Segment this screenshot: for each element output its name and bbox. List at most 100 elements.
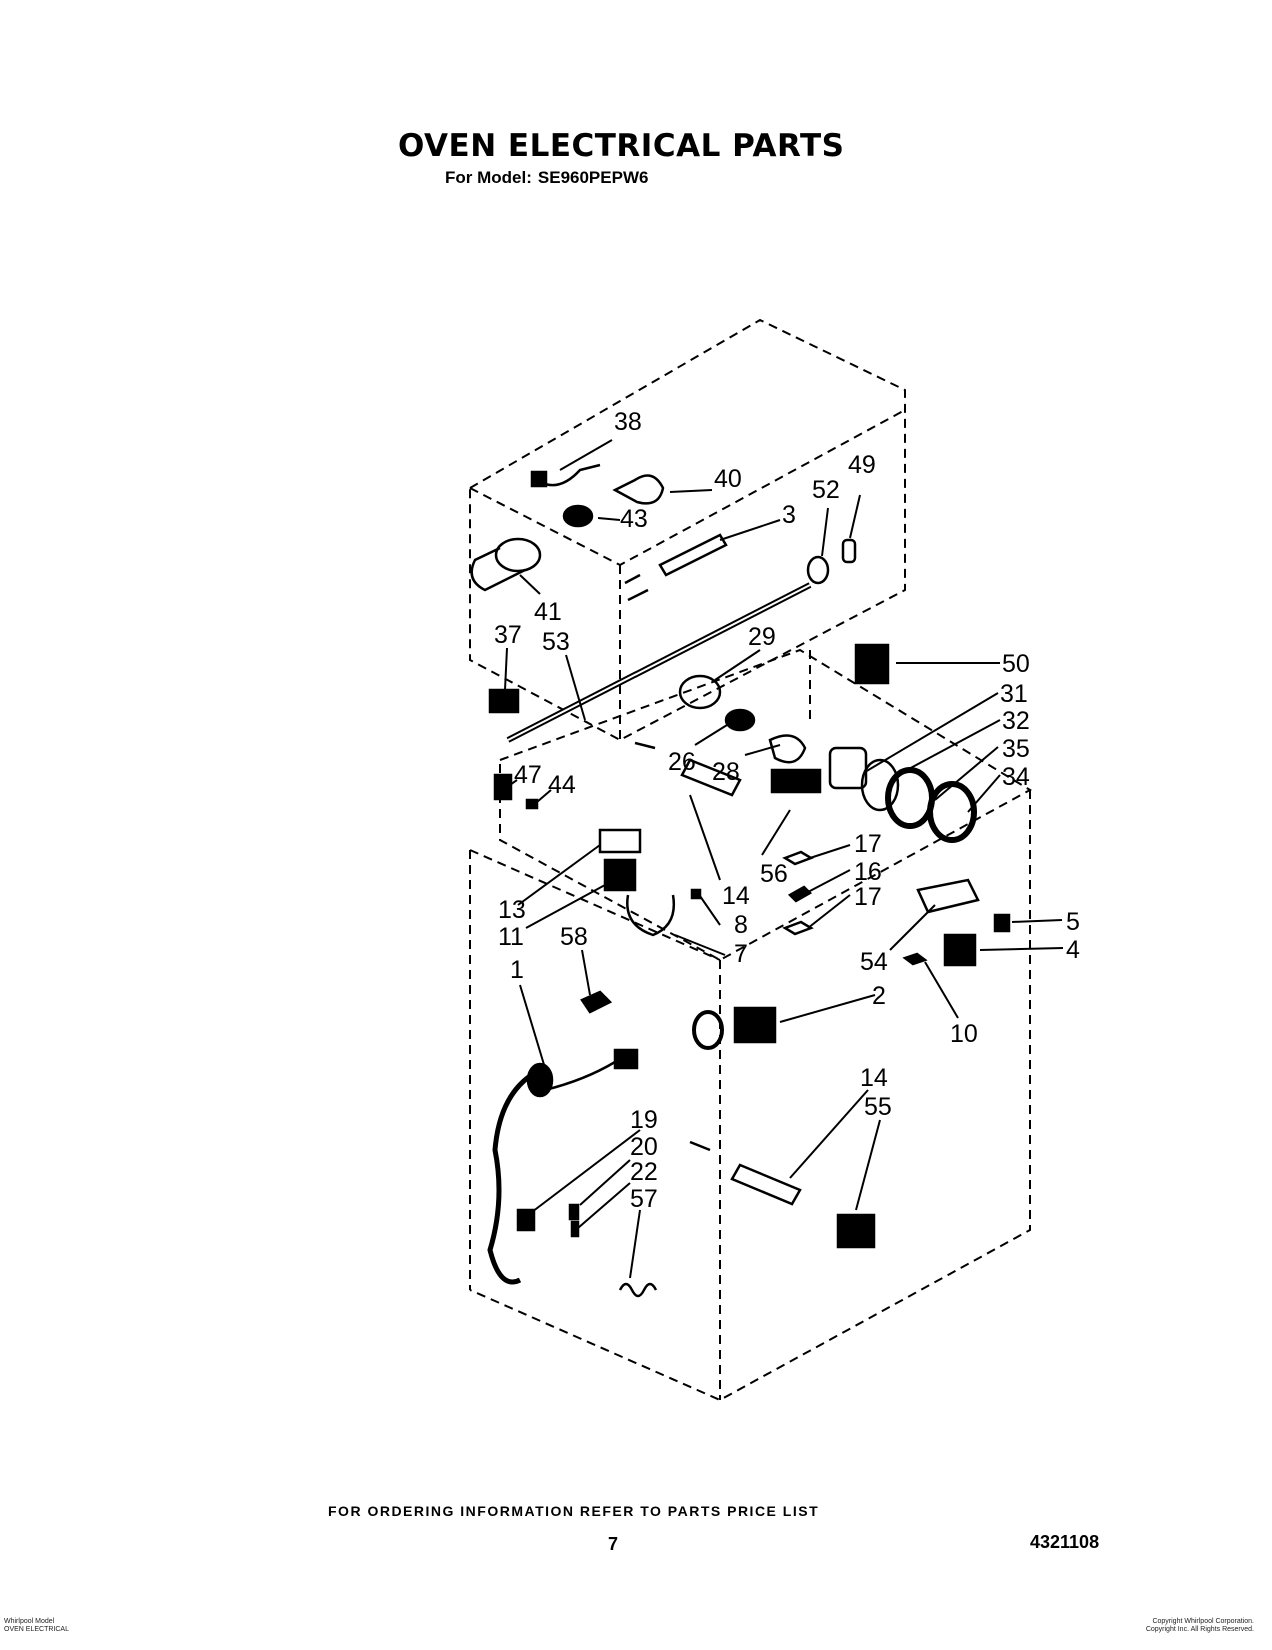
callout-label: 7 (734, 940, 748, 968)
temperature-sensor-part (624, 533, 728, 602)
page-number: 7 (608, 1534, 619, 1554)
gasket-ring-c (927, 781, 977, 843)
callout-label: 32 (1002, 707, 1030, 735)
callout-label: 29 (748, 623, 776, 651)
fine-print-left: Whirlpool Model OVEN ELECTRICAL (4, 1618, 69, 1634)
parts (470, 463, 1011, 1298)
bracket-part (488, 688, 520, 714)
probe-part (634, 741, 742, 797)
gasket-ring-a (860, 758, 900, 812)
callout-label: 13 (498, 896, 526, 924)
copyright-line: Copyright Inc. All Rights Reserved. (1145, 1626, 1254, 1633)
callout-label: 57 (630, 1185, 658, 1213)
callout-label: 50 (1002, 650, 1030, 678)
clamp-part (580, 990, 613, 1014)
cord-clamp-part (526, 1062, 554, 1098)
fine-print-line: Whirlpool Model (4, 1618, 55, 1625)
bracket-part (598, 828, 642, 854)
callout-label: 19 (630, 1106, 658, 1134)
washer-part (787, 885, 813, 903)
copyright-line: Copyright Whirlpool Corporation. (1152, 1618, 1254, 1625)
callout-label: 10 (950, 1020, 978, 1048)
callout-label: 40 (714, 465, 742, 493)
oven-light-housing-part (494, 537, 542, 573)
callout-numbers: 38 40 43 3 52 49 41 37 53 29 50 31 32 35… (494, 408, 1080, 1213)
receptacle-part (836, 1213, 876, 1249)
model-label: For Model: (445, 168, 532, 187)
callout-label: 53 (542, 628, 570, 656)
fuse-holder-part (603, 858, 637, 892)
spacer-part (525, 798, 539, 810)
callout-label: 11 (498, 923, 524, 951)
light-bulb-part (612, 474, 665, 505)
clip-part (902, 952, 928, 966)
callout-label: 22 (630, 1158, 658, 1186)
callout-label: 20 (630, 1133, 658, 1161)
spring-part (618, 1282, 658, 1298)
callout-label: 35 (1002, 735, 1030, 763)
leader-lines (504, 439, 1064, 1279)
terminal-part (770, 768, 822, 794)
thermostat-shaft-part (692, 1010, 724, 1050)
callout-label: 55 (864, 1093, 892, 1121)
callout-label: 38 (614, 408, 642, 436)
callout-label: 41 (534, 598, 562, 626)
callout-label: 26 (668, 748, 696, 776)
callout-label: 58 (560, 923, 588, 951)
screw-part (690, 888, 702, 900)
thermostat-part (733, 1006, 777, 1044)
probe-part (689, 1140, 802, 1206)
lens-part (678, 674, 722, 710)
switch-part (493, 773, 513, 801)
lamp-socket-part (562, 504, 594, 528)
callout-label: 14 (722, 882, 750, 910)
model-line: For Model: SE960PEPW6 (445, 168, 648, 188)
plug-part (613, 1048, 639, 1070)
fine-print-line: OVEN ELECTRICAL (4, 1626, 69, 1633)
cover-part (828, 746, 868, 790)
callout-label: 47 (514, 761, 542, 789)
callout-label: 16 (854, 858, 882, 886)
model-number: SE960PEPW6 (537, 168, 649, 187)
callout-label: 1 (510, 956, 524, 984)
callout-label: 44 (548, 771, 576, 799)
callout-label: 31 (1000, 680, 1028, 708)
page-title: OVEN ELECTRICAL PARTS (398, 128, 845, 164)
callout-label: 28 (712, 758, 740, 786)
wire-connector-part (539, 463, 601, 487)
switch-part (943, 933, 977, 967)
callout-label: 52 (812, 476, 840, 504)
connector-part (568, 1203, 580, 1221)
clip-part (841, 538, 857, 564)
callout-label: 5 (1066, 908, 1080, 936)
copyright-notice: Copyright Whirlpool Corporation. Copyrig… (1146, 1618, 1254, 1634)
knob-part (993, 913, 1011, 933)
bulb-part (768, 734, 807, 764)
terminal-block-part (530, 470, 548, 488)
cabinet-outline (469, 318, 1032, 1402)
document-number: 4321108 (1030, 1532, 1100, 1552)
callout-label: 56 (760, 860, 788, 888)
insulator-part (782, 920, 814, 936)
callout-label: 17 (854, 883, 882, 911)
callout-label: 17 (854, 830, 882, 858)
socket-part (724, 708, 756, 732)
callout-label: 8 (734, 911, 748, 939)
insulator-part (782, 850, 814, 866)
wire-part (626, 894, 676, 937)
relay-part (854, 643, 890, 685)
callout-label: 34 (1002, 763, 1030, 791)
callout-label: 54 (860, 948, 888, 976)
callout-label: 4 (1066, 936, 1080, 964)
callout-label: 43 (620, 505, 648, 533)
terminal-part (516, 1208, 536, 1232)
ordering-note: FOR ORDERING INFORMATION REFER TO PARTS … (328, 1503, 820, 1519)
shield-part (916, 878, 980, 914)
callout-label: 3 (782, 501, 796, 529)
callout-label: 49 (848, 451, 876, 479)
callout-label: 14 (860, 1064, 888, 1092)
grommet-part (806, 555, 830, 585)
callout-label: 37 (494, 621, 522, 649)
power-cord-part (487, 1067, 542, 1285)
